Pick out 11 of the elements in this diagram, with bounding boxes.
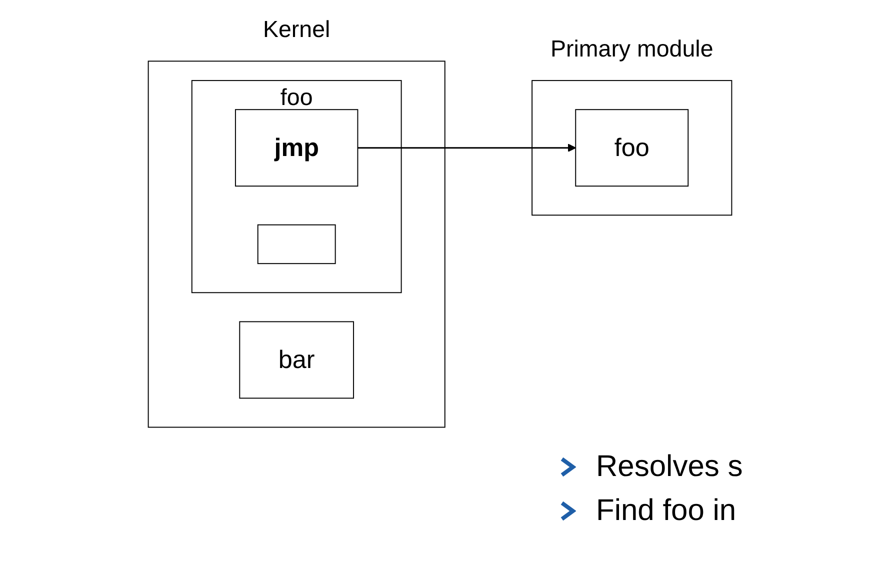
bullet-text: Find foo in: [596, 494, 736, 528]
node-box: bar: [239, 321, 354, 399]
node-label: Kernel: [262, 16, 330, 43]
arrow: [358, 144, 576, 152]
node-label: Primary module: [550, 36, 714, 62]
node-box: [257, 224, 336, 264]
cluster: [148, 60, 446, 428]
cluster: [532, 80, 732, 216]
node-box: jmp: [234, 109, 358, 187]
node-box: foo: [575, 109, 689, 187]
bullet-text: Resolves s: [596, 450, 743, 484]
